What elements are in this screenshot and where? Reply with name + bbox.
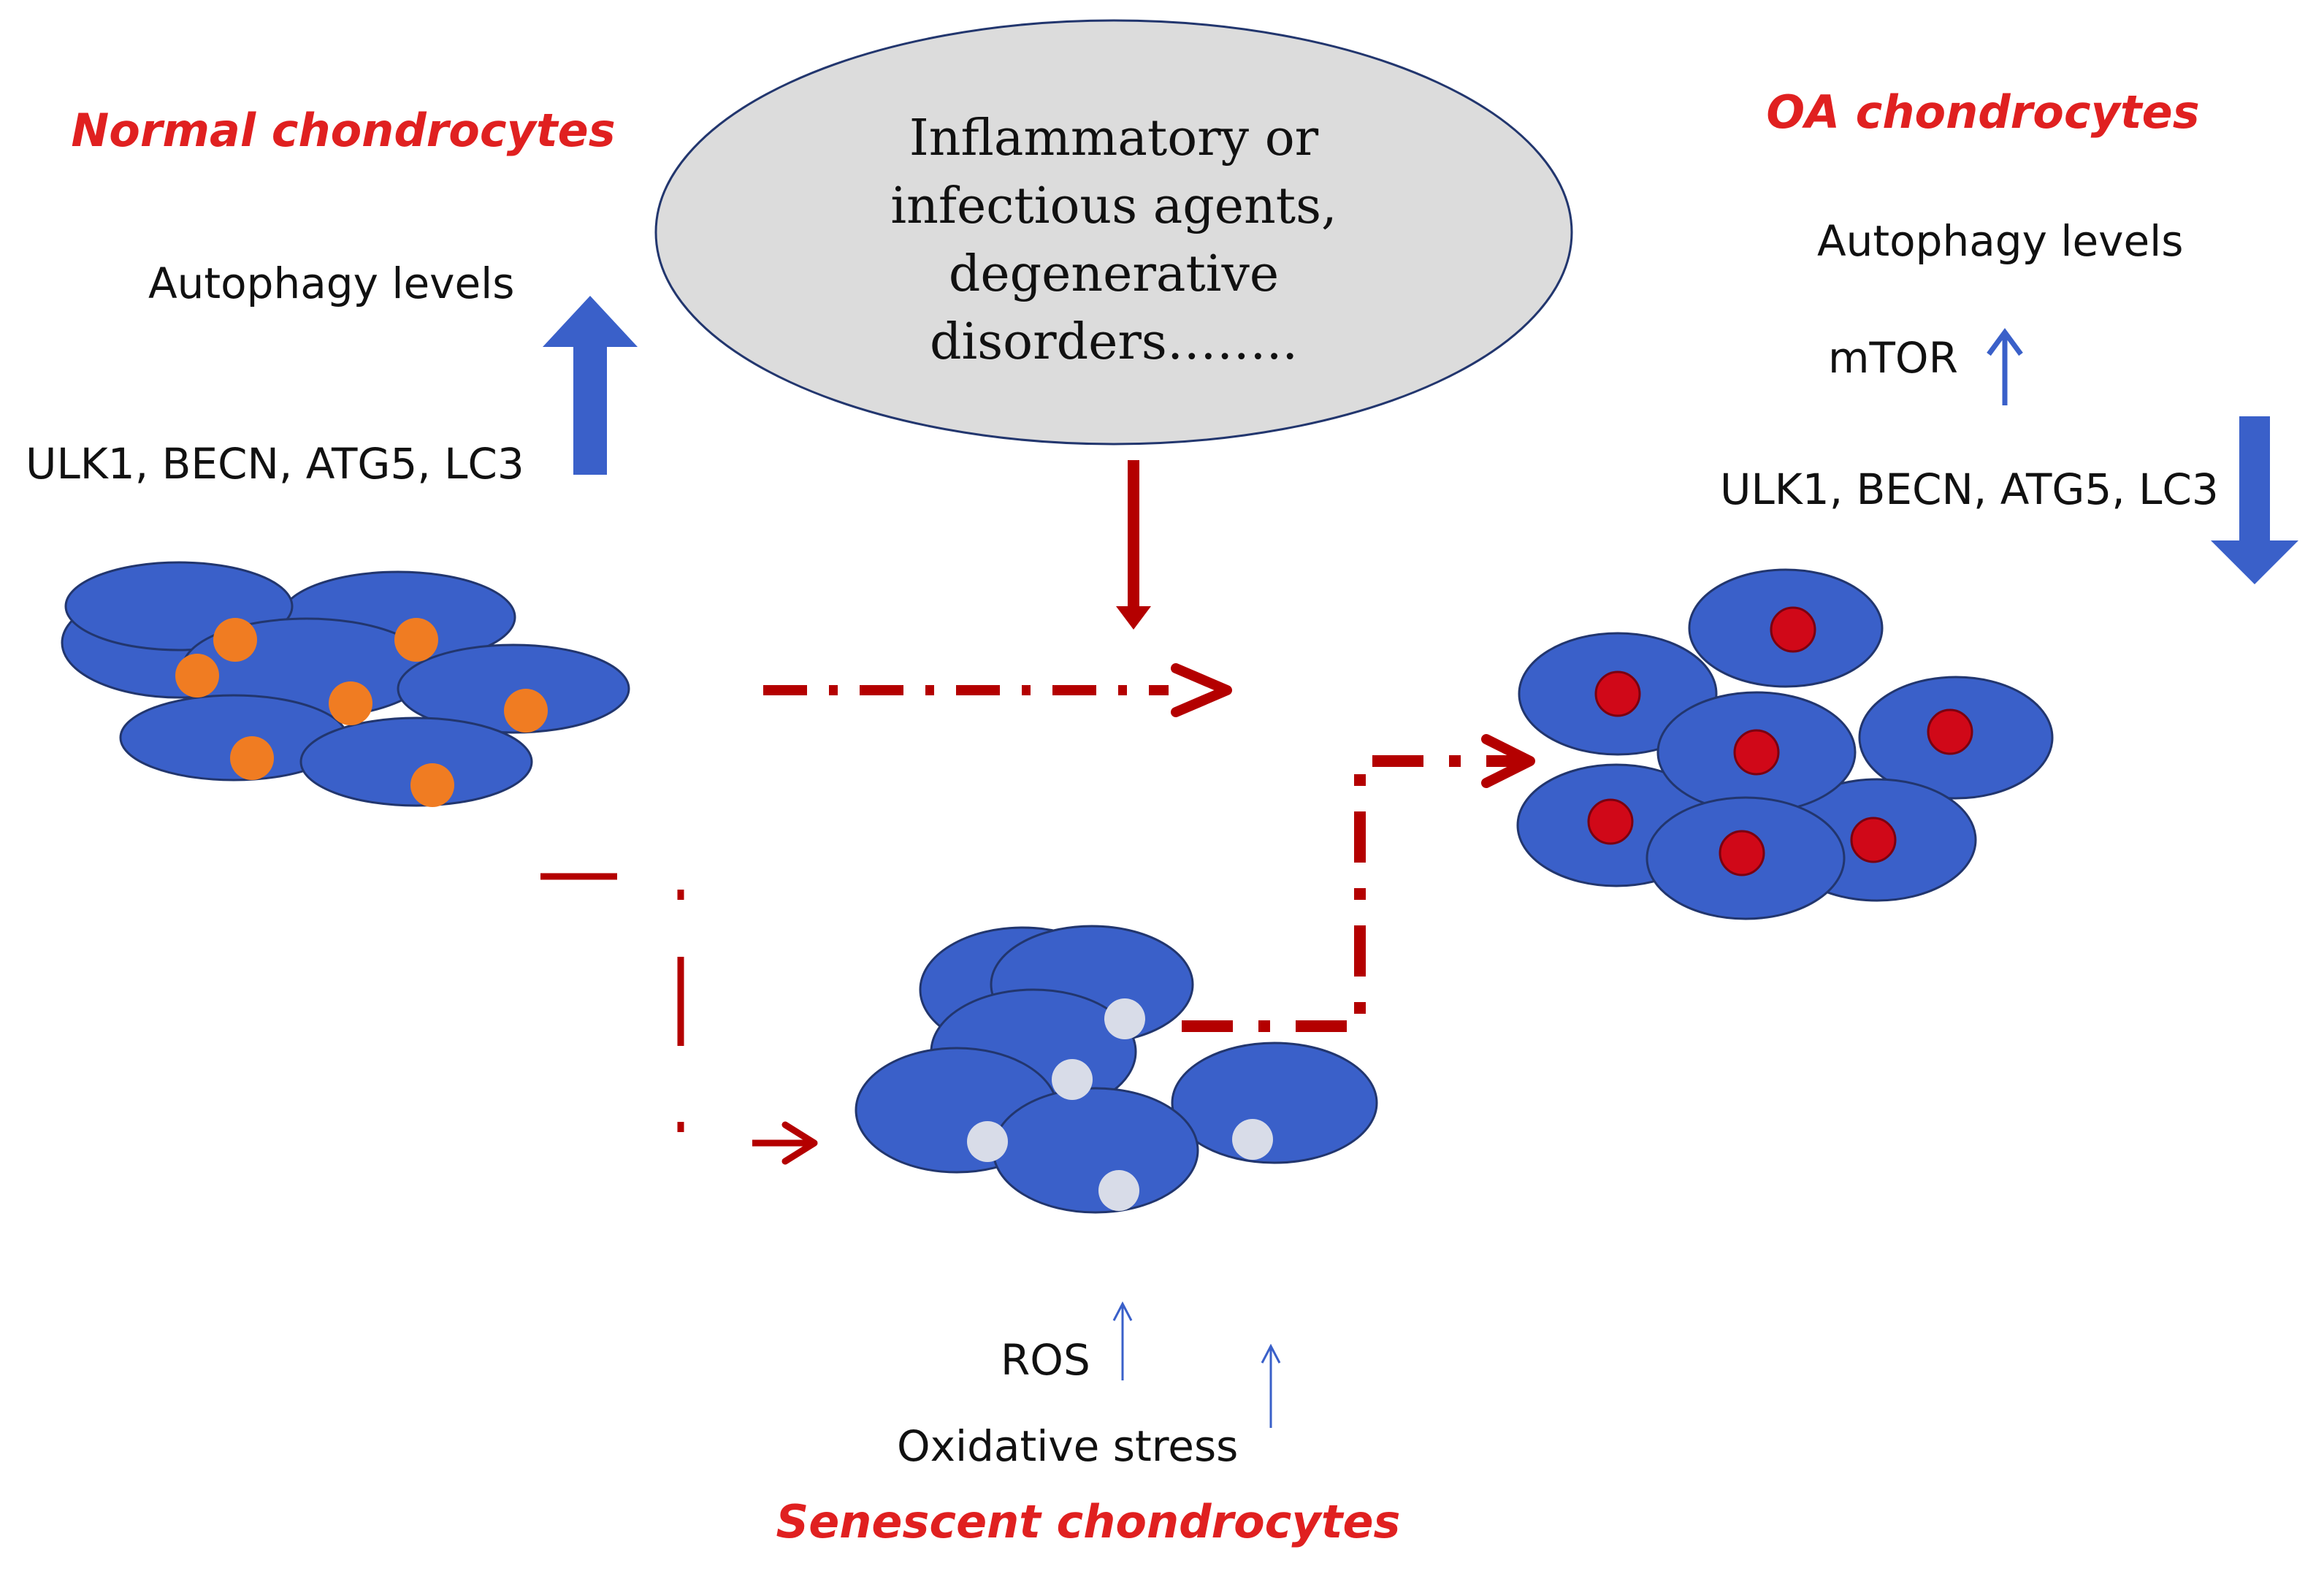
title-oa-chondrocytes: OA chondrocytes bbox=[1766, 85, 2199, 139]
trigger-line-2: infectious agents, bbox=[890, 177, 1337, 235]
senescent-cell bbox=[992, 1087, 1199, 1214]
oa-chondrocyte-cluster bbox=[1516, 568, 2054, 920]
normal-cell bbox=[397, 643, 630, 734]
senescent-nucleus bbox=[967, 1121, 1008, 1162]
normal-nucleus bbox=[410, 763, 454, 807]
senescent-nucleus bbox=[1098, 1170, 1139, 1211]
normal-nucleus bbox=[175, 654, 219, 698]
normal-to-senescent-arrow bbox=[540, 873, 818, 1165]
oa-nucleus bbox=[1850, 817, 1897, 863]
senescent-cell bbox=[1171, 1042, 1378, 1164]
oxidative-up-arrow-icon bbox=[1261, 1343, 1281, 1428]
ros-label: ROS bbox=[1001, 1335, 1090, 1385]
mtor-label: mTOR bbox=[1828, 333, 1958, 383]
senescent-nucleus bbox=[1232, 1119, 1273, 1160]
normal-nucleus bbox=[213, 618, 257, 662]
trigger-line-4: disorders…….. bbox=[930, 313, 1298, 371]
trigger-ellipse: Inflammatory or infectious agents, degen… bbox=[654, 19, 1573, 446]
normal-to-oa-dashed-arrow bbox=[763, 663, 1232, 717]
trigger-line-3: degenerative bbox=[949, 245, 1279, 303]
senescent-to-oa-arrow bbox=[1182, 734, 1535, 1032]
normal-nucleus bbox=[230, 736, 274, 780]
thin-up-arrow-icon bbox=[1987, 328, 2023, 405]
senescent-nucleus bbox=[1052, 1059, 1093, 1100]
ros-up-arrow-icon bbox=[1112, 1301, 1133, 1380]
thick-down-arrow-icon bbox=[2211, 416, 2298, 584]
normal-nucleus bbox=[329, 681, 372, 725]
title-normal-chondrocytes: Normal chondrocytes bbox=[71, 104, 615, 157]
oa-autophagy-label: Autophagy levels bbox=[1817, 216, 2184, 266]
normal-chondrocyte-cluster bbox=[61, 561, 630, 807]
normal-nucleus bbox=[394, 618, 438, 662]
oa-nucleus bbox=[1927, 708, 1973, 755]
title-senescent-chondrocytes: Senescent chondrocytes bbox=[776, 1495, 1401, 1548]
normal-cell bbox=[299, 717, 533, 807]
senescent-nucleus bbox=[1104, 998, 1145, 1039]
trigger-down-arrow bbox=[1116, 460, 1151, 630]
oa-nucleus bbox=[1594, 670, 1641, 717]
oa-nucleus bbox=[1587, 798, 1634, 845]
thick-up-arrow-icon bbox=[543, 296, 638, 475]
normal-markers-label: ULK1, BECN, ATG5, LC3 bbox=[26, 439, 524, 489]
oa-markers-label: ULK1, BECN, ATG5, LC3 bbox=[1720, 465, 2219, 514]
oa-nucleus bbox=[1719, 830, 1765, 876]
normal-autophagy-label: Autophagy levels bbox=[148, 259, 515, 308]
oa-nucleus bbox=[1770, 606, 1816, 653]
senescent-chondrocyte-cluster bbox=[855, 925, 1378, 1214]
oxidative-stress-label: Oxidative stress bbox=[897, 1421, 1238, 1471]
oa-nucleus bbox=[1733, 729, 1780, 776]
trigger-line-1: Inflammatory or bbox=[909, 110, 1319, 167]
normal-nucleus bbox=[504, 689, 548, 733]
